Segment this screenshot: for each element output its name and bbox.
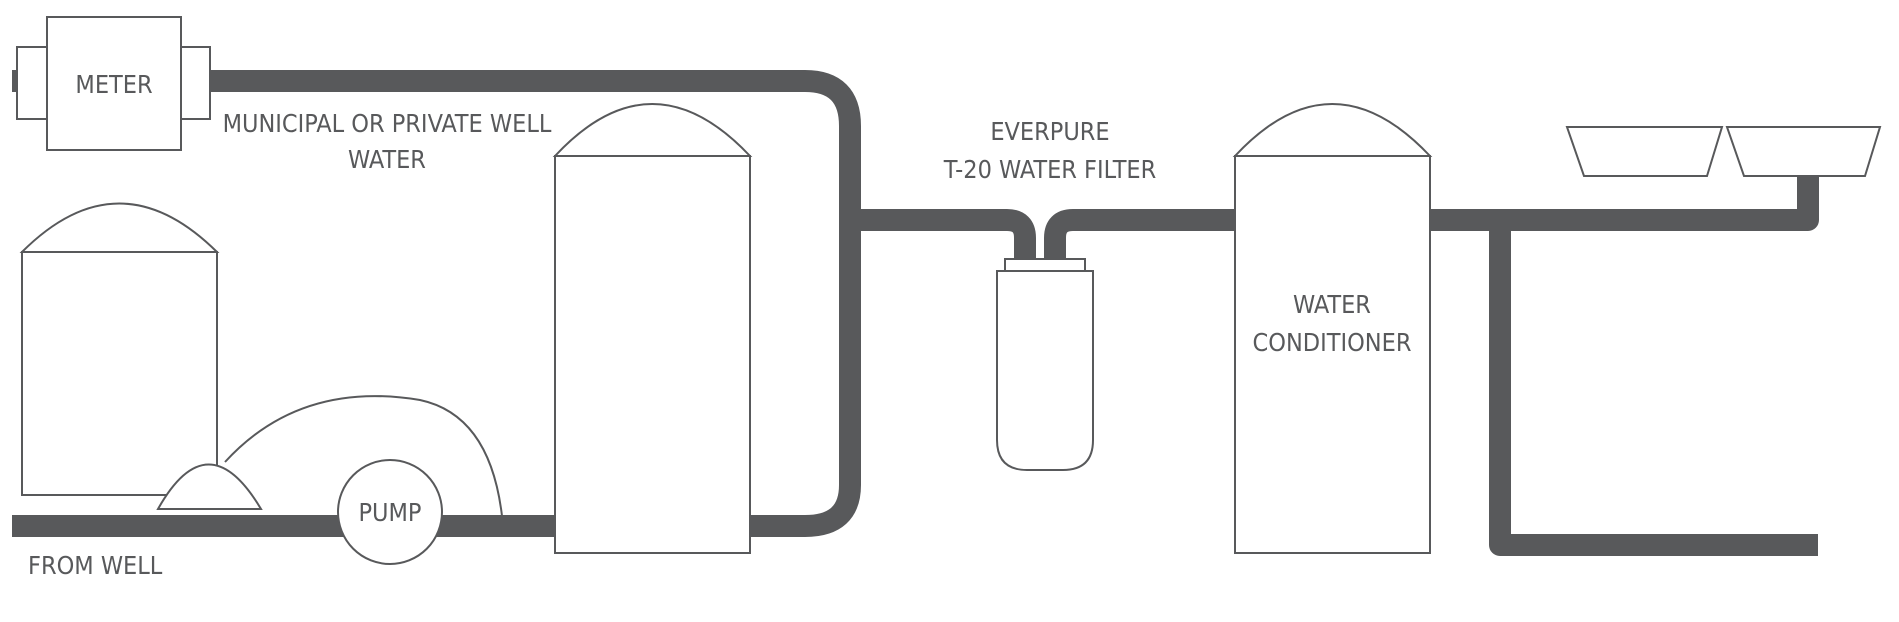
meter-left-flange xyxy=(16,46,50,120)
conditioner-label-line2: CONDITIONER xyxy=(1253,328,1412,357)
pipes xyxy=(12,70,1819,556)
sink-basin-right xyxy=(1725,126,1882,177)
everpure-label-line1: EVERPURE xyxy=(990,117,1109,146)
filter-head xyxy=(1004,258,1086,272)
water-conditioner: WATER CONDITIONER xyxy=(1232,103,1433,554)
meter-right-flange xyxy=(179,46,211,120)
meter-outlet-pipe xyxy=(210,70,861,537)
storage-tank-dome xyxy=(552,103,753,157)
meter-body xyxy=(46,16,182,151)
filter-outlet-pipe xyxy=(1044,209,1235,260)
pump-body xyxy=(337,459,443,565)
sink-basin-left xyxy=(1565,126,1724,177)
sink xyxy=(1565,126,1882,177)
pressure-tank-dome xyxy=(19,202,220,253)
meter-inlet-stub xyxy=(12,70,18,92)
meter-label: METER xyxy=(75,70,152,99)
everpure-filter xyxy=(996,258,1094,471)
pump-label: PUMP xyxy=(358,498,421,527)
storage-tank-body xyxy=(554,155,751,554)
from-well-label: FROM WELL xyxy=(28,551,163,580)
branch-pipe xyxy=(1489,220,1818,556)
conditioner-body xyxy=(1234,155,1431,554)
pressure-tank xyxy=(19,202,220,496)
pressure-tank-body xyxy=(21,251,218,496)
filter-cartridge xyxy=(996,270,1094,471)
conditioner-dome xyxy=(1232,103,1433,157)
filter-inlet-pipe xyxy=(850,209,1036,260)
pressure-switch xyxy=(156,463,263,510)
everpure-label-line2: T-20 WATER FILTER xyxy=(943,155,1157,184)
municipal-label-line1: MUNICIPAL OR PRIVATE WELL xyxy=(223,109,552,138)
pump-control-wire xyxy=(224,395,503,517)
conditioner-label-line1: WATER xyxy=(1293,290,1371,319)
storage-tank xyxy=(552,103,753,554)
municipal-label-line2: WATER xyxy=(348,145,426,174)
conditioner-outlet-pipe xyxy=(1425,176,1819,231)
pump: PUMP xyxy=(337,459,443,565)
meter: METER xyxy=(16,16,211,151)
